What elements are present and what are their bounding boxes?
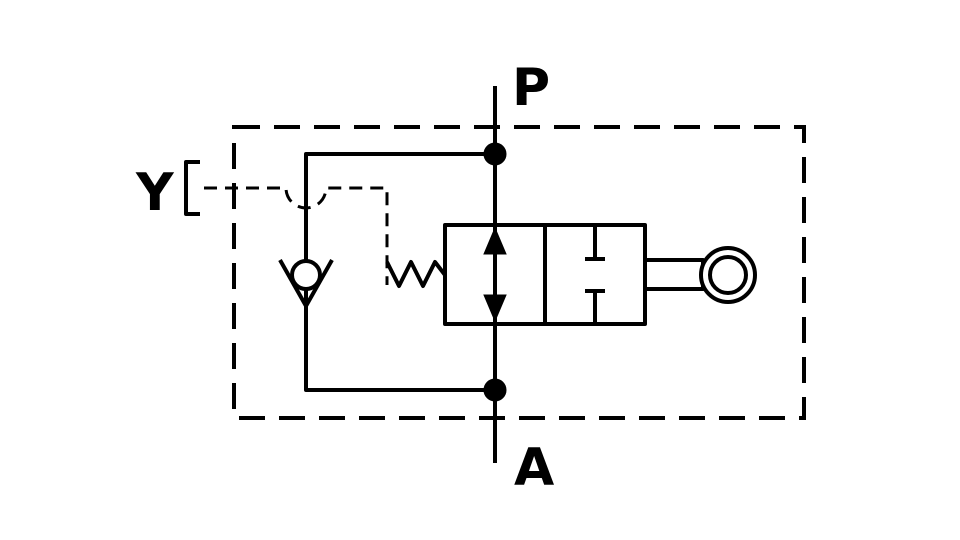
- pilot-line-path: [204, 186, 389, 285]
- pilot-line: [184, 160, 389, 285]
- actuator-stem: [643, 258, 705, 291]
- blocked-port-top: [585, 225, 605, 261]
- port-label-a: A: [514, 438, 554, 498]
- roller-inner-circle: [708, 255, 748, 295]
- roller-actuator: [643, 246, 757, 304]
- valve-body: [443, 223, 647, 326]
- valve-enclosure: [232, 125, 806, 420]
- flow-arrow-down: [483, 294, 507, 323]
- y-port-bracket: [184, 160, 200, 216]
- port-label-y: Y: [135, 163, 175, 223]
- flow-arrow-up: [483, 226, 507, 255]
- check-valve-ball: [290, 259, 322, 291]
- check-valve: [278, 259, 334, 308]
- port-label-p: P: [512, 58, 550, 118]
- spring-symbol: [385, 260, 447, 288]
- check-valve-seat: [278, 259, 334, 308]
- blocked-port-bottom: [585, 289, 605, 324]
